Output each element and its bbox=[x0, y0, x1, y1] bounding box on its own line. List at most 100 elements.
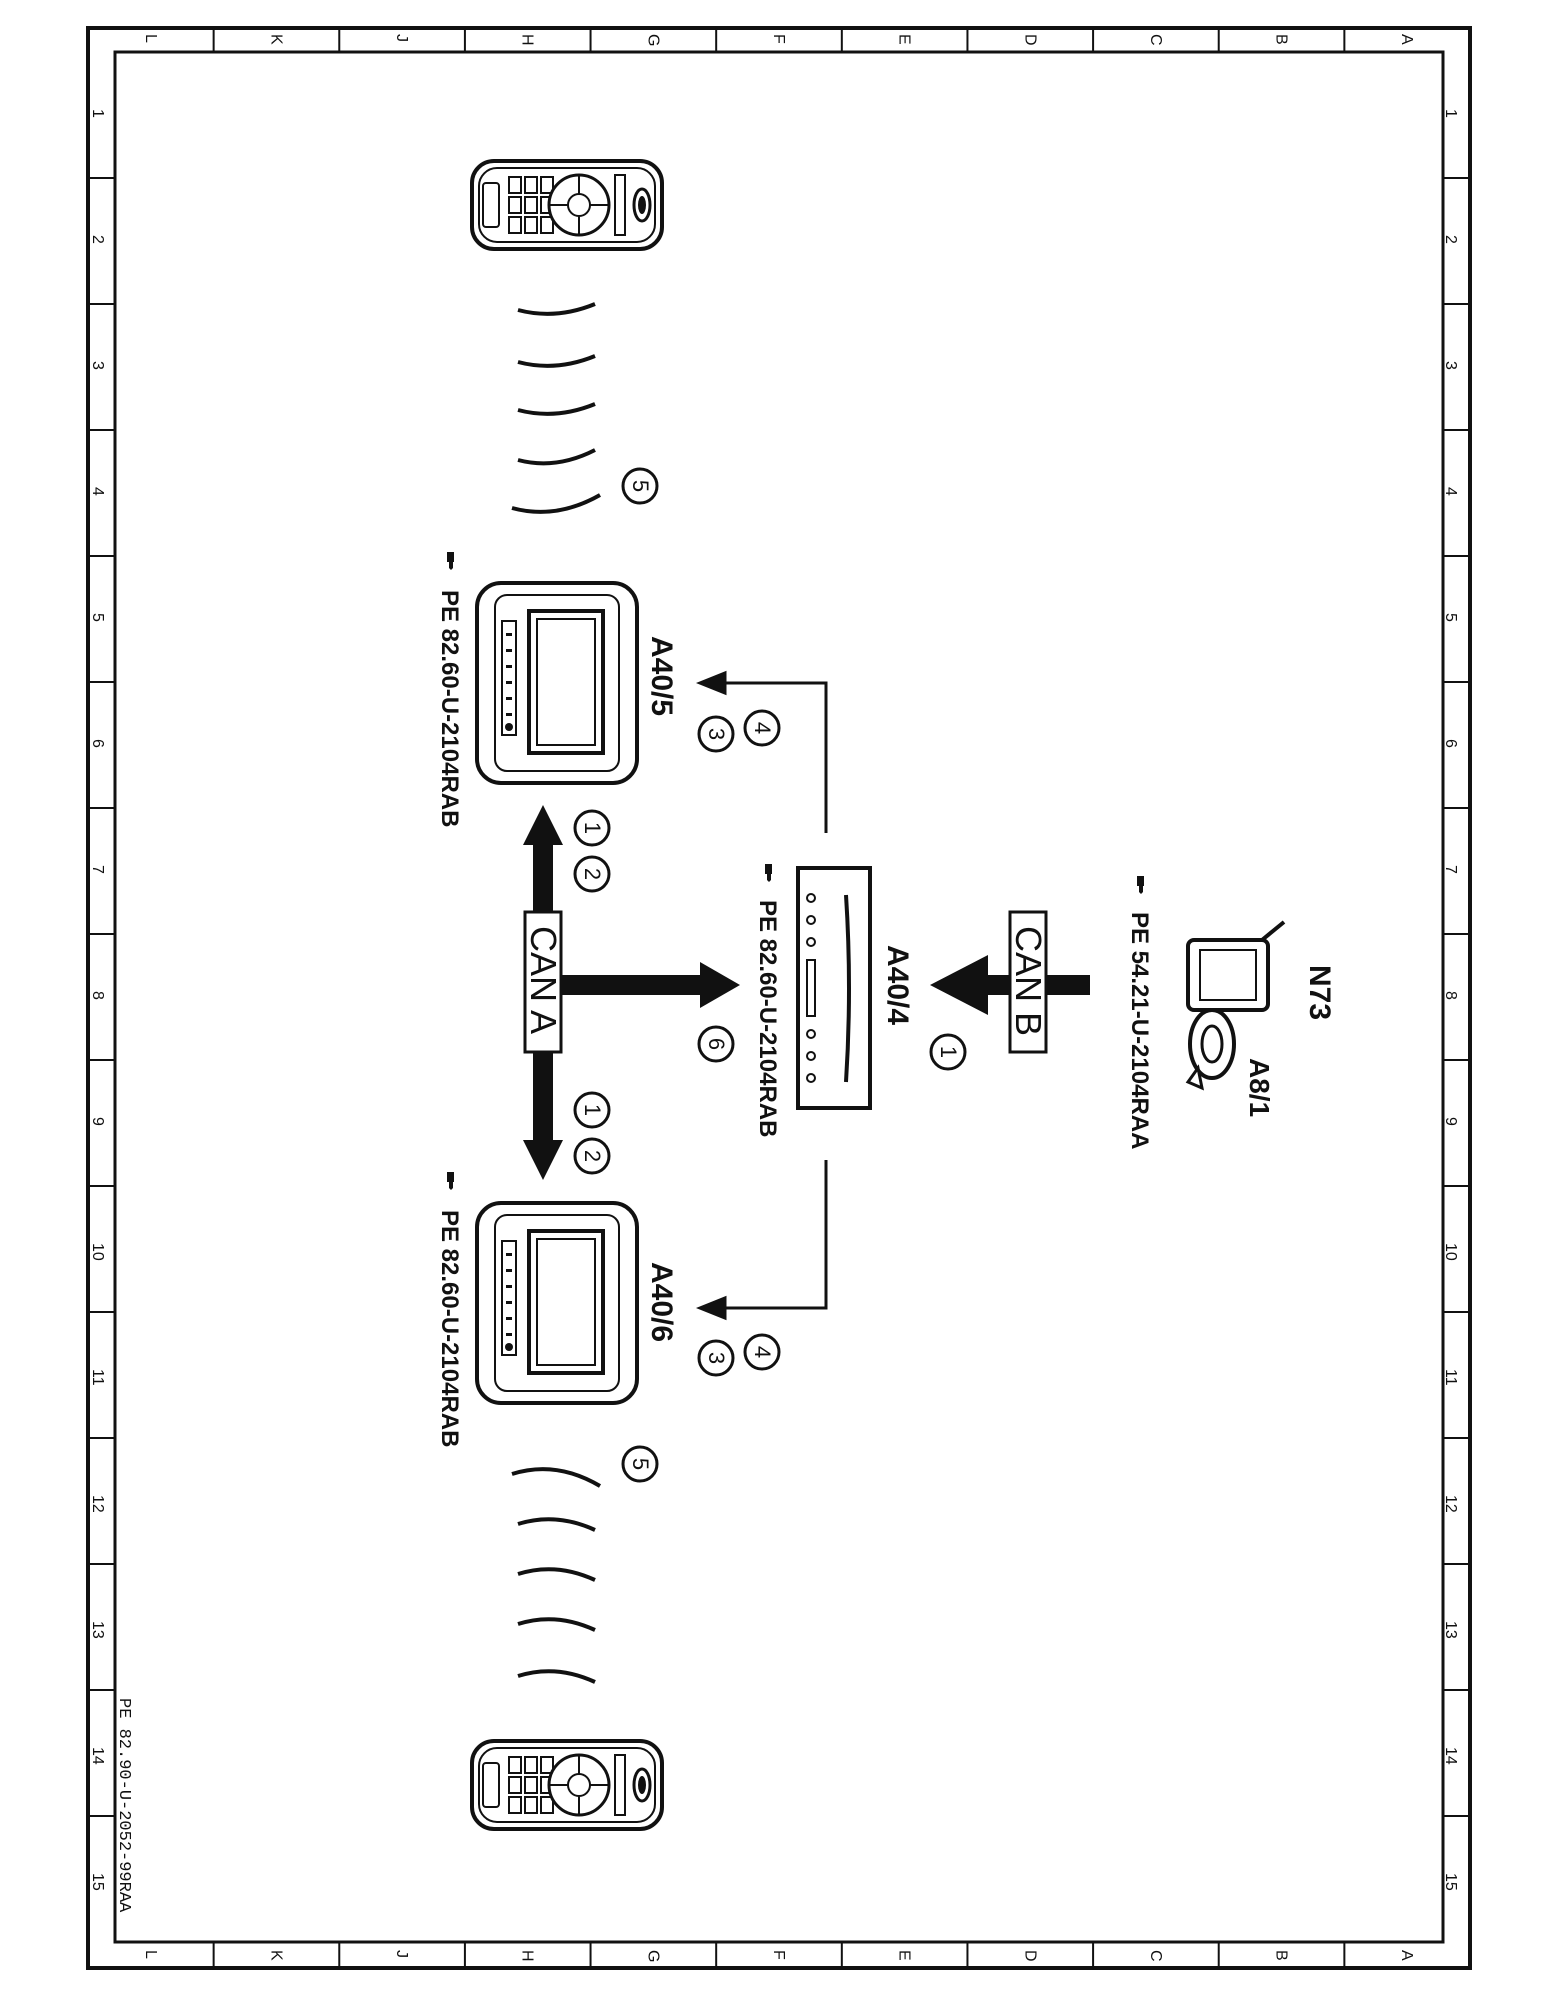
grid-letter-label: L bbox=[142, 1950, 159, 1959]
can-a-bus bbox=[523, 805, 740, 1180]
svg-text:4: 4 bbox=[750, 1346, 775, 1358]
screen-left-ref: PE 82.60-U-2104RAB bbox=[436, 590, 463, 827]
screen-right-ref: PE 82.60-U-2104RAB bbox=[436, 1210, 463, 1447]
step-marker: 1 bbox=[573, 1091, 611, 1129]
grid-number-label: 8 bbox=[1442, 991, 1459, 1000]
grid-letter-label: C bbox=[1147, 1950, 1164, 1962]
can-b-label: CAN B bbox=[1008, 926, 1049, 1036]
grid-number-label: 8 bbox=[89, 991, 106, 1000]
step-marker: 5 bbox=[621, 467, 659, 505]
grid-number-label: 2 bbox=[89, 235, 106, 244]
pointing-hand-icon bbox=[447, 1172, 454, 1190]
grid-number-label: 10 bbox=[89, 1243, 106, 1261]
can-b-bus bbox=[930, 910, 1090, 1054]
grid-letter-label: H bbox=[519, 1950, 536, 1962]
grid-letter-label: G bbox=[644, 34, 661, 46]
infrared-waves-icon bbox=[511, 1467, 602, 1684]
pointing-hand-icon bbox=[1137, 876, 1144, 894]
grid-number-label: 14 bbox=[1442, 1747, 1459, 1765]
grid-number-label: 9 bbox=[1442, 1117, 1459, 1126]
screen-right-label: A40/6 bbox=[645, 1262, 678, 1342]
step-marker: 4 bbox=[743, 709, 781, 747]
grid-letter-label: C bbox=[1147, 34, 1164, 46]
grid-letter-label: B bbox=[1273, 1950, 1290, 1961]
grid-letter-label: L bbox=[142, 34, 159, 43]
grid-number-label: 13 bbox=[89, 1621, 106, 1639]
grid-number-label: 15 bbox=[1442, 1873, 1459, 1891]
inner-frame bbox=[113, 50, 1445, 1944]
grid-number-label: 3 bbox=[1442, 361, 1459, 370]
grid-number-label: 13 bbox=[1442, 1621, 1459, 1639]
svg-text:2: 2 bbox=[580, 1150, 605, 1162]
grid-number-label: 1 bbox=[89, 109, 106, 118]
svg-text:3: 3 bbox=[704, 1352, 729, 1364]
svg-text:4: 4 bbox=[750, 722, 775, 734]
svg-text:5: 5 bbox=[628, 1458, 653, 1470]
rotary-switch-icon bbox=[1185, 920, 1286, 1091]
grid-letter-label: K bbox=[267, 1950, 284, 1961]
switch-sublabel: A8/1 bbox=[1244, 1058, 1275, 1117]
grid-number-label: 4 bbox=[1442, 487, 1459, 496]
step-marker: 3 bbox=[697, 1339, 735, 1377]
grid-number-label: 11 bbox=[89, 1369, 106, 1386]
headrest-screen-icon bbox=[475, 1201, 639, 1405]
grid-number-label: 5 bbox=[89, 613, 106, 622]
grid-letter-label: B bbox=[1273, 34, 1290, 45]
dvd-ref: PE 82.60-U-2104RAB bbox=[754, 900, 781, 1137]
step-marker: 3 bbox=[697, 715, 735, 753]
grid-number-label: 14 bbox=[89, 1747, 106, 1765]
grid-number-label: 7 bbox=[1442, 865, 1459, 874]
grid-number-label: 10 bbox=[1442, 1243, 1459, 1261]
grid-number-label: 3 bbox=[89, 361, 106, 370]
step-marker: 5 bbox=[621, 1445, 659, 1483]
grid-letter-label: A bbox=[1398, 1950, 1415, 1961]
grid-number-label: 6 bbox=[89, 739, 106, 748]
grid-letter-label: D bbox=[1021, 1950, 1038, 1962]
grid-letter-label: J bbox=[393, 1950, 410, 1958]
grid-letter-label: K bbox=[267, 34, 284, 45]
step-marker: 6 bbox=[697, 1025, 735, 1063]
screen-left-label: A40/5 bbox=[645, 636, 678, 716]
step-marker: 2 bbox=[573, 855, 611, 893]
step-marker: 1 bbox=[929, 1033, 967, 1071]
switch-label: N73 bbox=[1303, 965, 1336, 1020]
grid-letter-label: E bbox=[896, 34, 913, 45]
grid-number-label: 12 bbox=[1442, 1495, 1459, 1513]
pointing-hand-icon bbox=[765, 864, 772, 882]
remote-control-icon bbox=[470, 159, 664, 251]
grid-number-label: 7 bbox=[89, 865, 106, 874]
grid-number-label: 11 bbox=[1442, 1369, 1459, 1386]
dvd-player-icon bbox=[796, 866, 872, 1110]
pointing-hand-icon bbox=[447, 552, 454, 570]
grid-number-label: 9 bbox=[89, 1117, 106, 1126]
signal-line-to-screen-left bbox=[695, 670, 828, 833]
grid-number-label: 6 bbox=[1442, 739, 1459, 748]
svg-text:6: 6 bbox=[704, 1038, 729, 1050]
grid-ticks bbox=[88, 28, 1470, 1968]
grid-letter-label: G bbox=[644, 1950, 661, 1962]
grid-number-label: 1 bbox=[1442, 109, 1459, 118]
can-a-label: CAN A bbox=[523, 926, 564, 1034]
svg-text:1: 1 bbox=[936, 1046, 961, 1058]
svg-text:1: 1 bbox=[580, 822, 605, 834]
switch-ref: PE 54.21-U-2104RAA bbox=[1126, 912, 1153, 1149]
remote-control-icon bbox=[470, 1739, 664, 1831]
outer-frame bbox=[86, 26, 1472, 1970]
drawing-number: PE 82.90-U-2052-99RAA bbox=[114, 1698, 133, 1913]
svg-text:1: 1 bbox=[580, 1104, 605, 1116]
infrared-waves-icon bbox=[511, 302, 601, 514]
grid-letter-label: E bbox=[896, 1950, 913, 1961]
svg-text:2: 2 bbox=[580, 868, 605, 880]
grid-letter-label: F bbox=[770, 1950, 787, 1960]
step-marker: 4 bbox=[743, 1333, 781, 1371]
headrest-screen-icon bbox=[475, 581, 639, 785]
grid-number-label: 5 bbox=[1442, 613, 1459, 622]
grid-number-label: 12 bbox=[89, 1495, 106, 1513]
grid-letter-label: D bbox=[1021, 34, 1038, 46]
signal-line-to-screen-right bbox=[695, 1160, 828, 1321]
step-marker: 1 bbox=[573, 809, 611, 847]
grid-letter-label: J bbox=[393, 34, 410, 42]
svg-text:5: 5 bbox=[628, 480, 653, 492]
